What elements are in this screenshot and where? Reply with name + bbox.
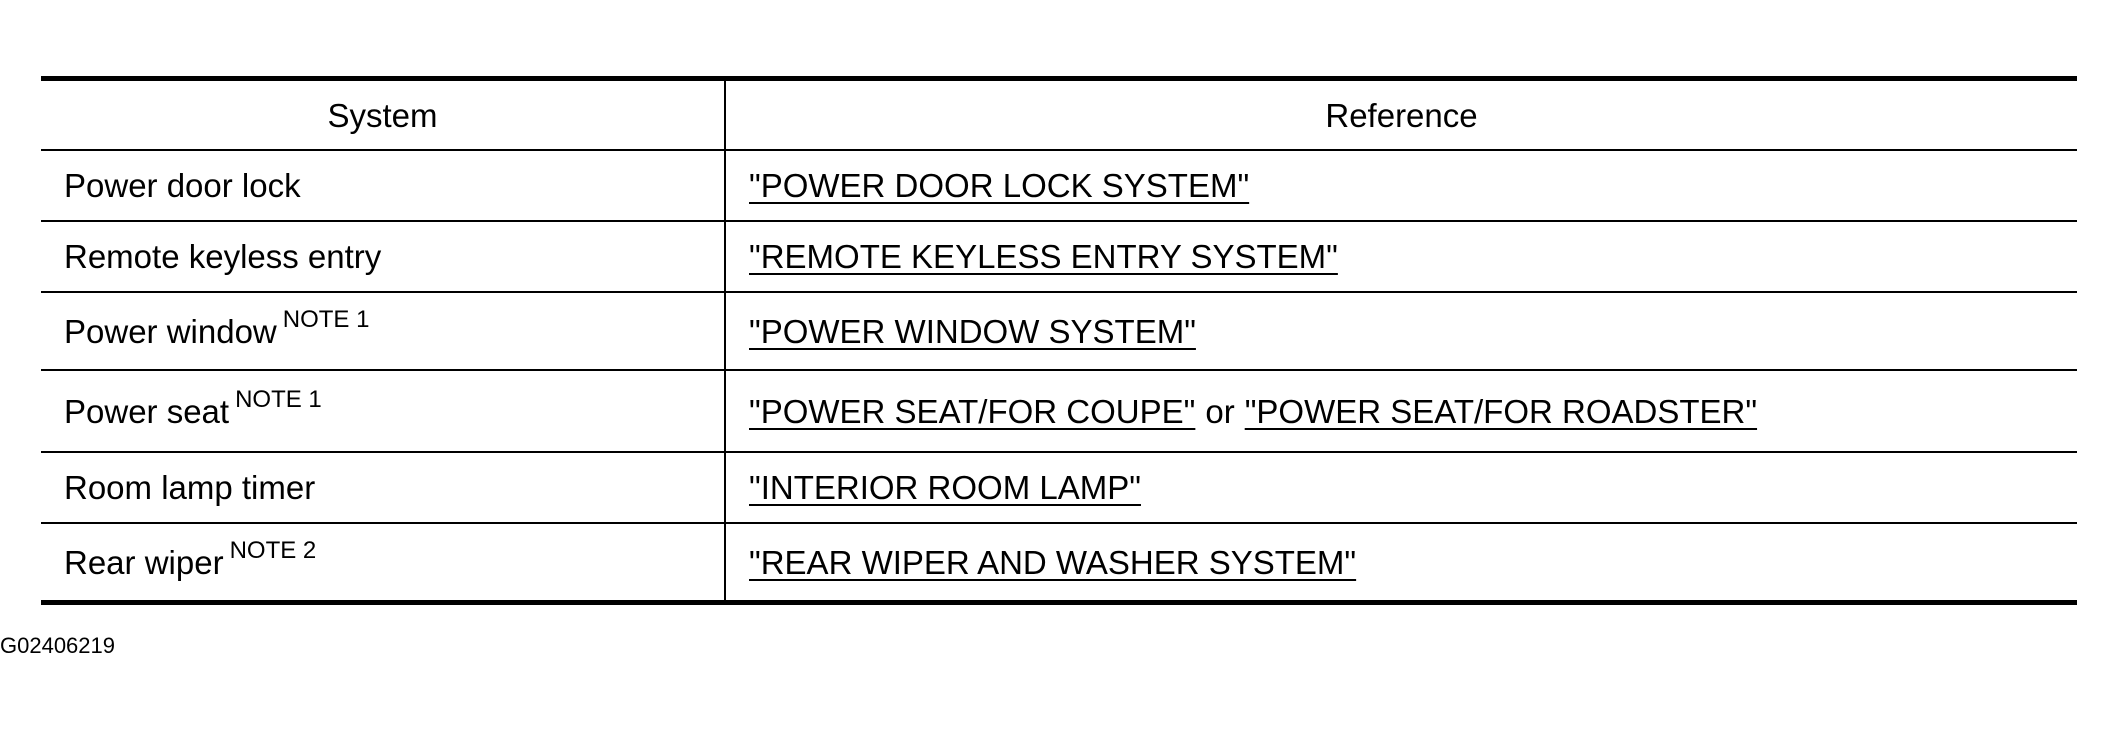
reference-cell: "REMOTE KEYLESS ENTRY SYSTEM"	[725, 221, 2077, 293]
table-row: Power door lock "POWER DOOR LOCK SYSTEM"	[41, 150, 2077, 222]
reference-table: System Reference Power door lock "POWER …	[41, 76, 2077, 605]
reference-cell: "POWER WINDOW SYSTEM"	[725, 292, 2077, 371]
system-cell: Power door lock	[41, 150, 726, 222]
reference-link-power-seat-roadster[interactable]: "POWER SEAT/FOR ROADSTER"	[1244, 392, 1758, 430]
system-name: Power door lock	[64, 167, 301, 204]
reference-link-remote-keyless-entry[interactable]: "REMOTE KEYLESS ENTRY SYSTEM"	[749, 238, 1338, 275]
note-superscript: NOTE 1	[282, 305, 370, 333]
system-name: Room lamp timer	[64, 469, 316, 506]
table-row: Remote keyless entry "REMOTE KEYLESS ENT…	[41, 221, 2077, 293]
reference-cell: "INTERIOR ROOM LAMP"	[725, 452, 2077, 524]
table-header-row: System Reference	[41, 78, 2077, 151]
reference-cell: "POWER DOOR LOCK SYSTEM"	[725, 150, 2077, 222]
reference-link-power-seat-coupe[interactable]: "POWER SEAT/FOR COUPE"	[749, 392, 1196, 430]
system-name: Power window	[64, 312, 277, 350]
system-cell: Remote keyless entry	[41, 221, 726, 293]
reference-joiner: or	[1205, 392, 1235, 430]
note-superscript: NOTE 2	[229, 536, 317, 564]
figure-code: G02406219	[0, 633, 115, 658]
system-name: Remote keyless entry	[64, 238, 382, 275]
table-row: Room lamp timer "INTERIOR ROOM LAMP"	[41, 452, 2077, 524]
reference-link-interior-room-lamp[interactable]: "INTERIOR ROOM LAMP"	[749, 469, 1141, 506]
reference-cell: "REAR WIPER AND WASHER SYSTEM"	[725, 523, 2077, 603]
system-cell: Room lamp timer	[41, 452, 726, 524]
system-name: Rear wiper	[64, 543, 224, 581]
reference-link-power-window[interactable]: "POWER WINDOW SYSTEM"	[749, 312, 1196, 350]
column-header-system: System	[41, 78, 726, 151]
system-name: Power seat	[64, 392, 230, 430]
note-superscript: NOTE 1	[235, 385, 322, 413]
column-header-reference: Reference	[725, 78, 2077, 151]
reference-cell: "POWER SEAT/FOR COUPE"or"POWER SEAT/FOR …	[725, 370, 2077, 453]
reference-link-power-door-lock[interactable]: "POWER DOOR LOCK SYSTEM"	[749, 167, 1250, 204]
reference-link-rear-wiper[interactable]: "REAR WIPER AND WASHER SYSTEM"	[749, 543, 1357, 581]
